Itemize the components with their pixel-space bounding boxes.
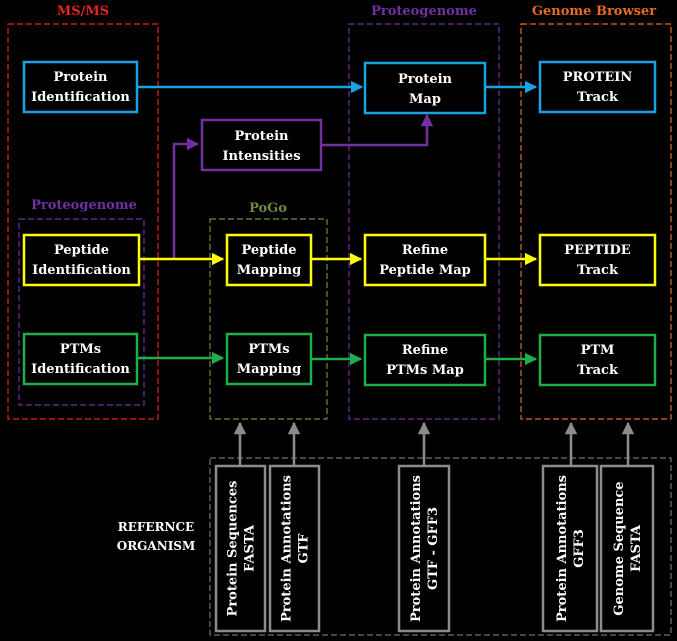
node-label-line1: Refine bbox=[402, 343, 448, 358]
file-label-line2: GFF3 bbox=[572, 529, 587, 568]
file-label-line1: Protein Sequences bbox=[226, 481, 241, 617]
node-label-line1: Peptide bbox=[241, 243, 296, 258]
node-peptide-track: PEPTIDE Track bbox=[538, 233, 657, 287]
inner-proteogenome-section: Proteogenome bbox=[18, 198, 145, 406]
node-protein-identification: Protein Identification bbox=[22, 60, 139, 114]
msms-section-title: MS/MS bbox=[57, 4, 109, 19]
pogo-section: PoGo bbox=[209, 201, 328, 420]
arrow-protein-intensities-to-protein-map bbox=[321, 113, 434, 147]
node-label-line2: PTMs Map bbox=[386, 363, 464, 378]
node-label-line1: PTMs bbox=[60, 342, 101, 357]
node-label-line1: PROTEIN bbox=[563, 70, 633, 85]
node-ptms-mapping: PTMs Mapping bbox=[225, 332, 313, 386]
file-label-line1: Protein Annotations bbox=[409, 475, 424, 622]
pogo-section-title: PoGo bbox=[249, 201, 287, 216]
reference-label-line2: ORGANISM bbox=[117, 539, 196, 553]
node-refine-peptide-map: Refine Peptide Map bbox=[363, 233, 487, 287]
node-refine-ptms-map: Refine PTMs Map bbox=[363, 333, 487, 387]
node-label-line1: Protein bbox=[398, 72, 453, 87]
node-label-line1: Peptide bbox=[54, 243, 109, 258]
node-label-line2: Mapping bbox=[237, 263, 301, 278]
reference-file-protein-annotations-gtf-gff3: Protein Annotations GTF - GFF3 bbox=[397, 464, 451, 633]
genome-browser-section-title: Genome Browser bbox=[532, 4, 656, 19]
node-label-line2: Intensities bbox=[222, 149, 300, 164]
node-label-line1: Protein bbox=[54, 70, 109, 85]
genome-browser-section: Genome Browser bbox=[520, 4, 672, 420]
node-protein-map: Protein Map bbox=[363, 61, 487, 115]
inner-proteogenome-section-title: Proteogenome bbox=[31, 198, 137, 213]
node-peptide-identification: Peptide Identification bbox=[22, 233, 141, 287]
node-label-line2: Track bbox=[577, 90, 619, 105]
proteogenome-section: Proteogenome bbox=[348, 4, 500, 420]
reference-file-protein-sequences-fasta: Protein Sequences FASTA bbox=[214, 464, 267, 633]
reference-file-protein-annotations-gtf: Protein Annotations GTF bbox=[268, 464, 321, 633]
node-protein-intensities: Protein Intensities bbox=[200, 118, 323, 172]
node-protein-track: PROTEIN Track bbox=[538, 60, 657, 114]
file-label-line2: GTF - GFF3 bbox=[426, 507, 441, 590]
msms-section: MS/MS bbox=[7, 4, 159, 420]
file-label-line2: FASTA bbox=[629, 524, 644, 572]
node-label-line2: Map bbox=[409, 92, 441, 107]
node-label-line1: Refine bbox=[402, 243, 448, 258]
file-label-line1: Protein Annotations bbox=[555, 475, 570, 622]
node-peptide-mapping: Peptide Mapping bbox=[225, 233, 313, 287]
reference-section bbox=[209, 457, 672, 636]
node-label-line1: Protein bbox=[235, 129, 290, 144]
node-label-line1: PTM bbox=[581, 343, 615, 358]
node-label-line2: Mapping bbox=[237, 362, 301, 377]
node-ptms-identification: PTMs Identification bbox=[22, 332, 139, 386]
node-label-line2: Identification bbox=[31, 90, 130, 105]
arrow-peptide-to-protein-intensities bbox=[172, 137, 200, 259]
node-label-line2: Identification bbox=[31, 362, 130, 377]
proteogenome-section-title: Proteogenome bbox=[371, 4, 477, 19]
node-label-line2: Identification bbox=[32, 263, 131, 278]
reference-file-genome-sequence-fasta: Genome Sequence FASTA bbox=[599, 464, 655, 633]
connectors bbox=[137, 80, 635, 466]
reference-label-line1: REFERNCE bbox=[118, 520, 194, 534]
node-label-line2: Peptide Map bbox=[379, 263, 471, 278]
file-label-line2: GTF bbox=[297, 533, 312, 564]
node-label-line2: Track bbox=[577, 263, 619, 278]
node-label-line2: Track bbox=[577, 363, 619, 378]
node-ptm-track: PTM Track bbox=[538, 333, 657, 387]
reference-organism-label: REFERNCE ORGANISM bbox=[117, 520, 196, 553]
file-label-line1: Genome Sequence bbox=[612, 481, 627, 615]
file-label-line2: FASTA bbox=[243, 524, 258, 572]
node-label-line1: PTMs bbox=[248, 342, 289, 357]
reference-file-protein-annotations-gff3: Protein Annotations GFF3 bbox=[541, 464, 599, 633]
node-label-line1: PEPTIDE bbox=[564, 243, 630, 258]
file-label-line1: Protein Annotations bbox=[280, 475, 295, 622]
